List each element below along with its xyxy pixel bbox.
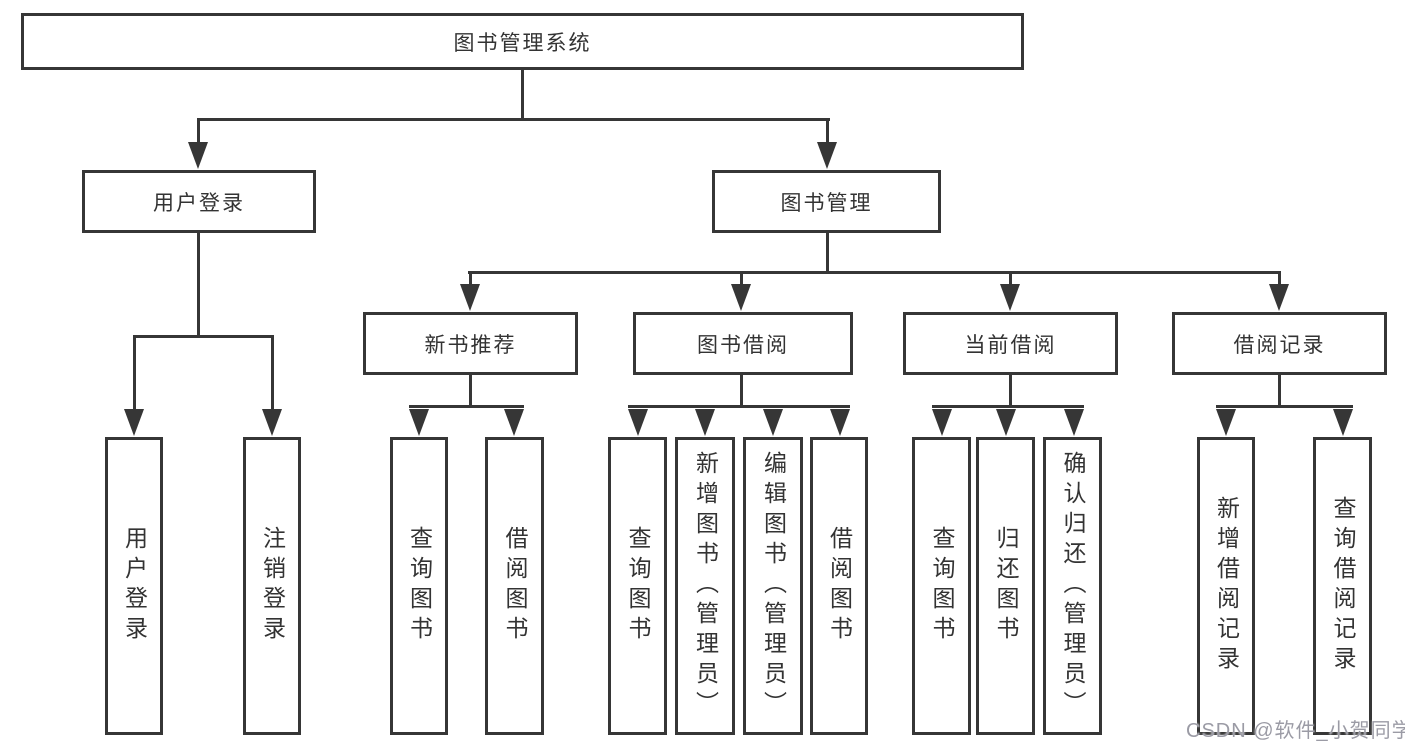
leaf-label: 新增借阅记录 <box>1213 496 1240 676</box>
connector-recommend-stem <box>469 375 472 407</box>
connector-leaf-drop <box>271 335 274 411</box>
leaf-label: 查询图书 <box>625 526 651 646</box>
connector-leaf-drop <box>133 335 136 411</box>
connector-root-stem <box>521 70 524 120</box>
arrow-down-icon <box>460 284 480 311</box>
arrow-down-icon <box>1216 409 1236 436</box>
connector-current-stem <box>1009 375 1012 407</box>
arrow-down-icon <box>628 409 648 436</box>
leaf-edit-books-admin: 编辑图书（管理员） <box>743 437 803 735</box>
connector-l3-drop <box>1278 273 1281 286</box>
leaf-label: 新增图书（管理员） <box>692 451 719 721</box>
leaf-label: 注销登录 <box>259 526 286 646</box>
connector-book-mgmt-drop <box>826 118 829 145</box>
connector-recommend-branch <box>409 405 524 408</box>
connector-l3-drop <box>740 273 743 286</box>
arrow-down-icon <box>817 142 837 169</box>
connector-current-branch <box>932 405 1084 408</box>
arrow-down-icon <box>695 409 715 436</box>
node-label: 新书推荐 <box>424 333 517 357</box>
connector-borrowing-branch <box>628 405 850 408</box>
node-label: 图书管理 <box>780 191 873 215</box>
node-new-book-recommend: 新书推荐 <box>363 312 578 375</box>
node-label: 图书借阅 <box>697 333 789 357</box>
node-label: 图书管理系统 <box>453 31 592 55</box>
arrow-down-icon <box>1269 284 1289 311</box>
node-book-management: 图书管理 <box>712 170 941 233</box>
node-borrowing-records: 借阅记录 <box>1172 312 1387 375</box>
arrow-down-icon <box>996 409 1016 436</box>
leaf-label: 借阅图书 <box>502 526 528 646</box>
leaf-label: 确认归还（管理员） <box>1060 451 1086 721</box>
leaf-add-books-admin: 新增图书（管理员） <box>675 437 735 735</box>
leaf-query-books-borrowing: 查询图书 <box>608 437 667 735</box>
connector-user-login-stem <box>197 233 200 337</box>
arrow-down-icon <box>932 409 952 436</box>
node-label: 用户登录 <box>153 191 245 215</box>
arrow-down-icon <box>504 409 524 436</box>
node-current-borrowing: 当前借阅 <box>903 312 1118 375</box>
leaf-add-borrow-record: 新增借阅记录 <box>1197 437 1255 735</box>
leaf-query-books-current: 查询图书 <box>912 437 971 735</box>
leaf-user-login: 用户登录 <box>105 437 163 735</box>
arrow-down-icon <box>409 409 429 436</box>
connector-user-login-branch <box>133 335 274 338</box>
leaf-return-books: 归还图书 <box>976 437 1035 735</box>
arrow-down-icon <box>1333 409 1353 436</box>
connector-root-branch <box>197 118 830 121</box>
leaf-query-books-recommend: 查询图书 <box>390 437 448 735</box>
node-book-borrowing: 图书借阅 <box>633 312 853 375</box>
node-label: 借阅记录 <box>1233 333 1326 357</box>
leaf-borrow-books-borrowing: 借阅图书 <box>810 437 868 735</box>
connector-book-mgmt-branch <box>468 271 1281 274</box>
node-user-login: 用户登录 <box>82 170 316 233</box>
arrow-down-icon <box>763 409 783 436</box>
leaf-confirm-return-admin: 确认归还（管理员） <box>1043 437 1102 735</box>
leaf-label: 查询借阅记录 <box>1330 496 1356 676</box>
arrow-down-icon <box>188 142 208 169</box>
leaf-label: 查询图书 <box>929 526 955 646</box>
arrow-down-icon <box>830 409 850 436</box>
csdn-watermark: CSDN @软件_小贺同学 <box>1186 720 1405 742</box>
connector-borrowing-stem <box>740 375 743 407</box>
connector-book-mgmt-stem <box>826 233 829 273</box>
connector-l3-drop <box>1009 273 1012 286</box>
arrow-down-icon <box>731 284 751 311</box>
node-root-library-system: 图书管理系统 <box>21 13 1024 70</box>
connector-records-branch <box>1216 405 1353 408</box>
connector-user-login-drop <box>197 118 200 145</box>
arrow-down-icon <box>262 409 282 436</box>
arrow-down-icon <box>1064 409 1084 436</box>
leaf-label: 借阅图书 <box>826 526 853 646</box>
leaf-borrow-books-recommend: 借阅图书 <box>485 437 544 735</box>
node-label: 当前借阅 <box>964 333 1057 357</box>
connector-l3-drop <box>469 273 472 286</box>
leaf-label: 归还图书 <box>993 526 1019 646</box>
leaf-label: 编辑图书（管理员） <box>760 451 787 721</box>
leaf-label: 用户登录 <box>121 526 148 646</box>
leaf-logout: 注销登录 <box>243 437 301 735</box>
arrow-down-icon <box>1000 284 1020 311</box>
leaf-query-borrow-record: 查询借阅记录 <box>1313 437 1372 735</box>
leaf-label: 查询图书 <box>406 526 433 646</box>
arrow-down-icon <box>124 409 144 436</box>
connector-records-stem <box>1278 375 1281 407</box>
